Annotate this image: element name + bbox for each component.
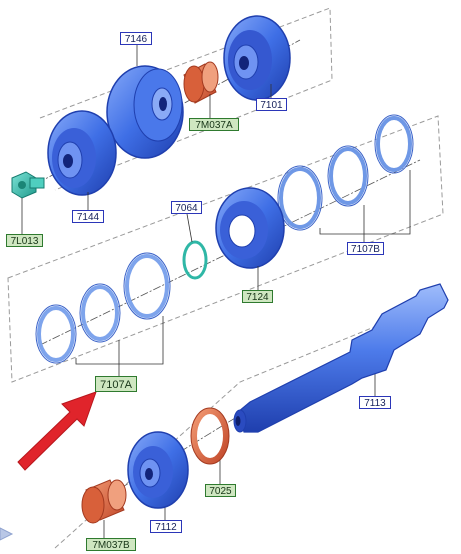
label-7107B: 7107B	[347, 242, 384, 255]
label-7107A: 7107A	[95, 376, 137, 392]
part-7107B-synchro-rings	[279, 116, 412, 229]
label-7M037A: 7M037A	[189, 118, 239, 131]
part-7107A-ring-edges	[35, 252, 171, 364]
part-7107B-ring-edges	[277, 114, 414, 231]
label-7025: 7025	[205, 484, 236, 497]
group-outline-top	[39, 7, 333, 191]
leader-lines	[21, 44, 411, 538]
part-7M037A-needle-bearing	[183, 61, 219, 104]
label-7112: 7112	[150, 520, 182, 533]
part-7025-synchro-ring	[190, 407, 230, 465]
part-7064-snap-ring	[182, 240, 208, 280]
part-7L013-fitting	[11, 171, 45, 199]
label-7146: 7146	[120, 32, 152, 45]
corner-marker-icon	[0, 527, 14, 541]
part-7101-gear	[223, 15, 291, 101]
label-7144: 7144	[72, 210, 104, 223]
label-7101: 7101	[256, 98, 287, 111]
red-pointer-arrow	[17, 391, 97, 471]
label-7124: 7124	[242, 290, 273, 303]
label-7064: 7064	[171, 201, 202, 214]
part-7113-mainshaft	[233, 283, 449, 433]
part-7107A-synchro-rings	[37, 254, 169, 362]
part-7112-gear	[127, 431, 189, 509]
part-7M037B-needle-bearing	[81, 479, 127, 524]
label-7L013: 7L013	[6, 234, 43, 247]
part-7144-gear	[47, 110, 117, 196]
part-7124-synchro-hub	[215, 187, 285, 269]
label-7113: 7113	[359, 396, 391, 409]
part-7146-gear	[106, 65, 184, 159]
label-7M037B: 7M037B	[86, 538, 136, 551]
